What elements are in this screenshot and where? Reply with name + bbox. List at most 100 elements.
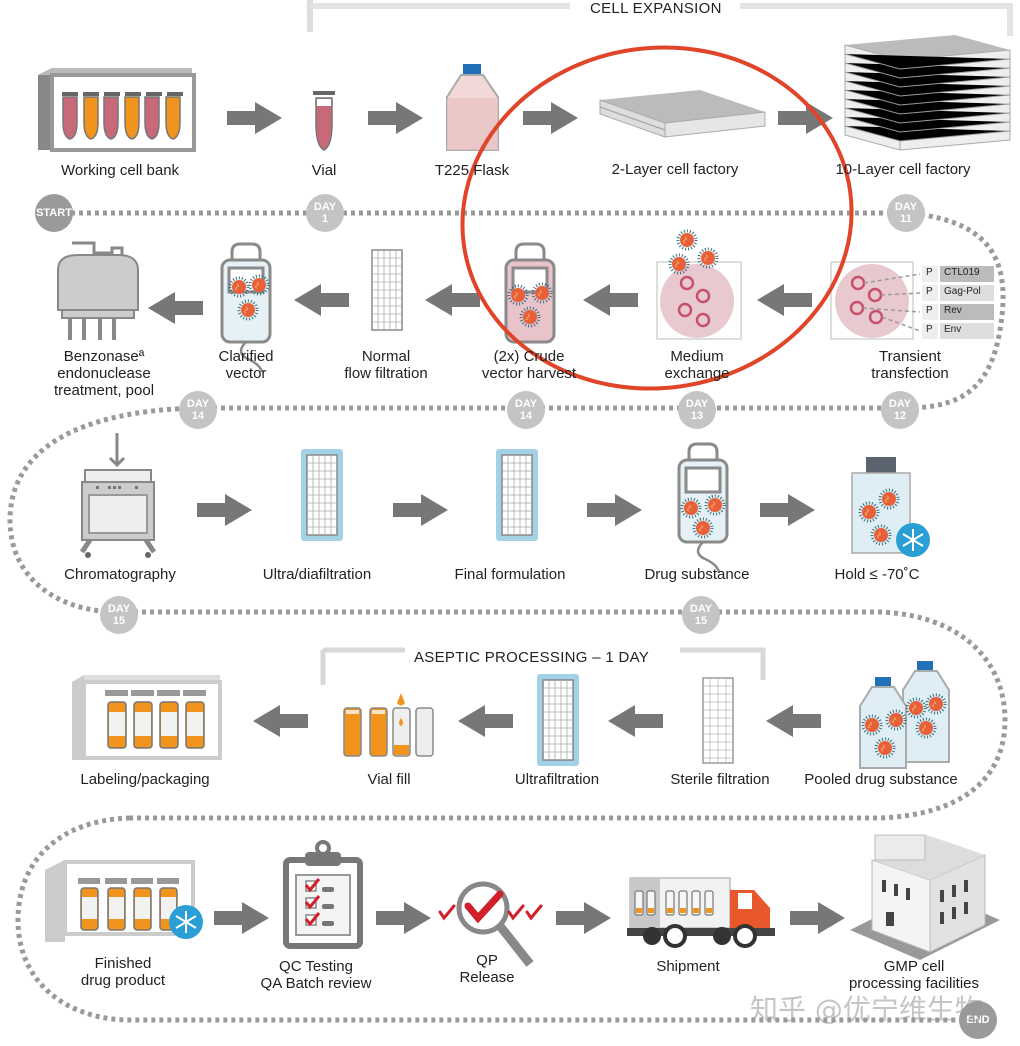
working-cell-bank-icon [38,68,196,152]
milestone-day-number: 12 [893,410,907,422]
label-line: Clarified [218,348,274,365]
step-label-ultra-diafiltration: Ultra/diafiltration [262,566,372,583]
step-label-final-formulation: Final formulation [454,566,566,583]
final-formulation-filter-icon [496,449,538,541]
t225-flask-icon [446,64,499,151]
milestone-day-number: 1 [321,213,329,225]
step-label-shipment: Shipment [656,958,720,975]
vial-fill-icon [343,693,434,757]
plasmid-promoter: P [926,305,933,316]
chromatography-icon [79,433,157,558]
step-label-pooled-drug-substance: Pooled drug substance [804,771,958,788]
milestone-day-word: DAY [107,603,131,615]
step-label-t225-flask: T225 Flask [434,162,510,179]
gmp-facility-building-icon [850,834,1000,960]
label-line: Release [459,969,515,986]
step-label-labeling-packaging: Labeling/packaging [80,771,210,788]
hold-frozen-container-icon [851,457,931,558]
step-label-chromatography: Chromatography [64,566,176,583]
plasmid-promoter: P [926,267,933,278]
step-label-qc-testing: QC Testing QA Batch review [261,958,372,992]
label-line: QA Batch review [260,975,372,992]
step-label-crude-harvest: (2x) Crude vector harvest [482,348,576,382]
label-line: treatment, pool [53,382,155,399]
plasmid-list [922,266,994,339]
step-label-drug-substance: Drug substance [644,566,750,583]
qc-clipboard-icon [283,840,363,949]
step-label-benzonase: Benzonaseª endonuclease treatment, pool [54,348,154,399]
pooled-drug-substance-flasks-icon [859,661,950,769]
finished-drug-product-icon [45,860,204,942]
ultra-diafiltration-filter-icon [301,449,343,541]
section-title-aseptic-processing: ASEPTIC PROCESSING – 1 DAY [414,649,650,666]
label-line: Transient [879,348,941,365]
milestone-text: END [966,1014,990,1026]
ten-layer-factory-icon [844,35,1011,151]
label-line: processing facilities [848,975,980,992]
step-label-qp-release: QP Release [459,952,514,986]
label-line: Normal [361,348,411,365]
crude-harvest-bag-icon [504,242,556,344]
benzonase-tank-icon [57,241,139,340]
label-line: vector harvest [481,365,577,382]
plasmid-name: Rev [944,305,962,316]
label-line: Benzonaseª [63,348,145,365]
medium-exchange-icon [656,229,742,340]
milestone-day-word: DAY [313,201,337,213]
step-label-two-layer-factory: 2-Layer cell factory [611,161,739,178]
timeline-path [7,210,1008,1023]
step-label-hold-frozen: Hold ≤ -70˚C [834,566,920,583]
plasmid-promoter: P [926,324,933,335]
step-label-vial: Vial [311,162,337,179]
milestone-start: START [35,194,73,232]
milestone-day-word: DAY [514,398,538,410]
plasmid-promoter: P [926,286,933,297]
normal-flow-filter-icon [371,249,403,331]
step-label-gmp-facilities: GMP cell processing facilities [849,958,979,992]
qp-release-magnifier-icon [438,881,543,967]
label-line: vector [225,365,267,382]
label-line: QC Testing [279,958,353,975]
step-label-medium-exchange: Medium exchange [664,348,729,382]
label-line: Finished [94,955,152,972]
label-line: exchange [664,365,730,382]
label-line: (2x) Crude [493,348,565,365]
label-line: flow filtration [344,365,428,382]
milestone-day-number: 14 [519,410,533,422]
transient-transfection-icon [830,261,921,340]
milestone-text: START [36,207,72,219]
milestone-end: END [959,1001,997,1039]
watermark: 知乎 @优宁维生物 [750,993,983,1026]
label-line: Medium [670,348,724,365]
shipment-truck-icon [627,877,775,948]
step-label-finished-drug-product: Finished drug product [81,955,165,989]
label-line: GMP cell [883,958,945,975]
step-label-working-cell-bank: Working cell bank [60,162,180,179]
drug-substance-bag-icon [677,442,729,574]
sterile-filtration-filter-icon [702,677,734,764]
milestone-day-word: DAY [685,398,709,410]
milestone-day-word: DAY [894,201,918,213]
label-line: drug product [80,972,166,989]
step-label-transient-transfection: Transient transfection [871,348,949,382]
milestone-day-word: DAY [888,398,912,410]
milestone-day-number: 11 [900,213,912,225]
plasmid-name: Env [944,324,962,335]
plasmid-name: CTL019 [944,267,980,278]
milestone-day-number: 15 [112,615,126,627]
step-label-normal-flow-filtration: Normal flow filtration [344,348,427,382]
two-layer-factory-icon [599,90,766,138]
label-line: transfection [871,365,949,382]
labeling-packaging-icon [72,675,222,760]
milestone-day-word: DAY [689,603,713,615]
milestone-day-word: DAY [186,398,210,410]
step-label-clarified-vector: Clarified vector [218,348,273,382]
